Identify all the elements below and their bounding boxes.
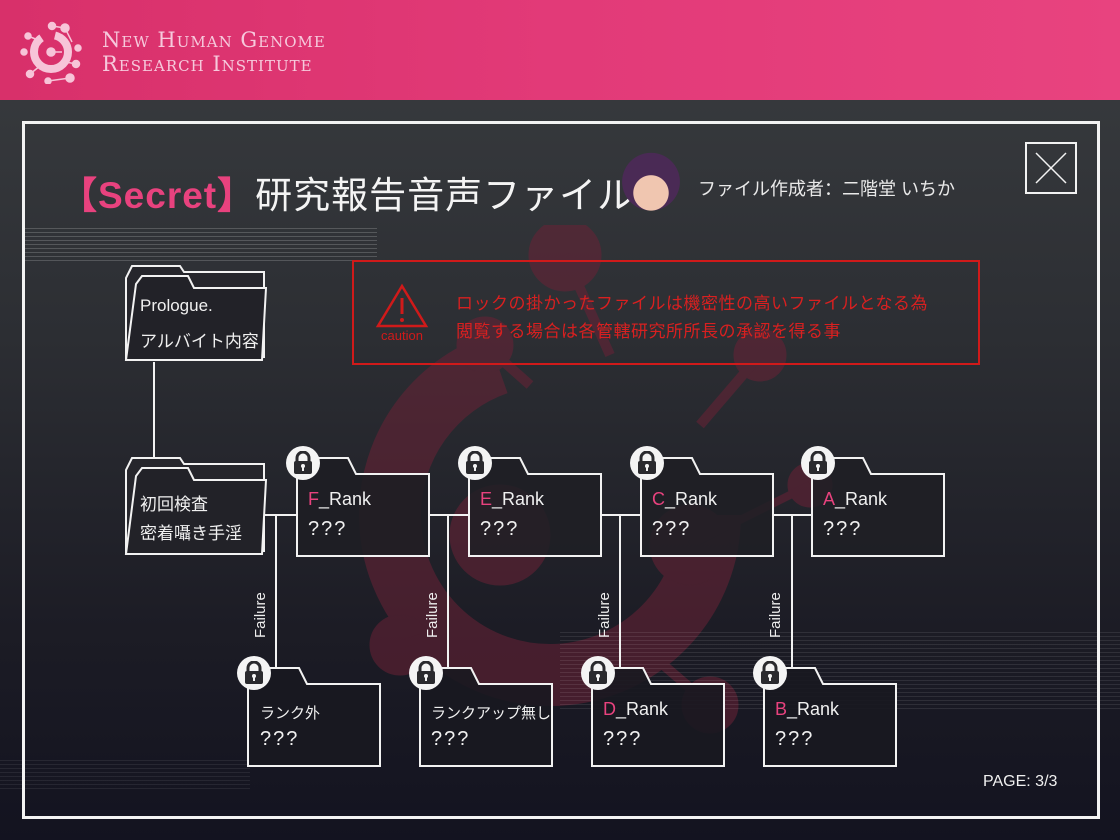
- caution-line2: 閲覧する場合は各管轄研究所所長の承認を得る事: [456, 322, 841, 341]
- folder-title: 初回検査: [140, 495, 208, 514]
- folder-subtitle: ???: [823, 518, 863, 540]
- folder-title: F_Rank: [308, 489, 372, 509]
- caution-message: ロックの掛かったファイルは機密性の高いファイルとなる為 閲覧する場合は各管轄研究…: [456, 290, 928, 346]
- folder-title: E_Rank: [480, 489, 545, 509]
- page-title: 【Secret】研究報告音声ファイル: [60, 165, 635, 219]
- close-icon: [1035, 152, 1067, 184]
- header-bar: New Human Genome Research Institute: [0, 0, 1120, 100]
- caution-notice: caution ロックの掛かったファイルは機密性の高いファイルとなる為 閲覧する…: [352, 260, 980, 365]
- caution-line1: ロックの掛かったファイルは機密性の高いファイルとなる為: [456, 294, 928, 313]
- lock-icon: [458, 446, 492, 480]
- close-button[interactable]: [1025, 142, 1077, 194]
- folder-prologue[interactable]: Prologue. アルバイト内容: [124, 264, 269, 364]
- scanline-decoration: [0, 760, 250, 790]
- folder-no-rank-up[interactable]: ランクアップ無し ???: [419, 666, 555, 768]
- folder-a-rank[interactable]: A_Rank ???: [811, 456, 947, 558]
- title-text: 研究報告音声ファイル: [255, 175, 636, 216]
- folder-title: ランクアップ無し: [431, 705, 552, 722]
- folder-subtitle: ???: [603, 728, 643, 750]
- folder-subtitle: ???: [431, 728, 471, 750]
- folder-out-of-rank[interactable]: ランク外 ???: [247, 666, 383, 768]
- file-browser-frame: [22, 121, 1100, 819]
- folder-title: B_Rank: [775, 699, 840, 719]
- failure-label: Failure: [767, 592, 784, 638]
- institute-name-line1: New Human Genome: [102, 28, 326, 52]
- folder-subtitle: ???: [260, 728, 300, 750]
- folder-title: ランク外: [260, 705, 321, 722]
- folder-first-exam[interactable]: 初回検査 密着囁き手淫: [124, 456, 269, 556]
- failure-label: Failure: [424, 592, 441, 638]
- institute-name: New Human Genome Research Institute: [102, 28, 326, 76]
- failure-label: Failure: [252, 592, 269, 638]
- svg-text:caution: caution: [381, 328, 423, 343]
- folder-title: D_Rank: [603, 699, 669, 719]
- lock-icon: [409, 656, 443, 690]
- lock-icon: [286, 446, 320, 480]
- folder-f-rank[interactable]: F_Rank ???: [296, 456, 432, 558]
- folder-subtitle: 密着囁き手淫: [140, 524, 242, 543]
- author-label: ファイル作成者：二階堂 いちか: [698, 179, 955, 199]
- lock-icon: [581, 656, 615, 690]
- lock-icon: [630, 446, 664, 480]
- warning-triangle-icon: caution: [375, 283, 429, 343]
- folder-title: A_Rank: [823, 489, 888, 509]
- folder-subtitle: ???: [775, 728, 815, 750]
- folder-c-rank[interactable]: C_Rank ???: [640, 456, 776, 558]
- folder-icon: [124, 265, 268, 361]
- folder-e-rank[interactable]: E_Rank ???: [468, 456, 604, 558]
- page-indicator: PAGE: 3/3: [983, 773, 1058, 790]
- failure-label: Failure: [596, 592, 613, 638]
- folder-title: Prologue.: [140, 296, 213, 315]
- lock-icon: [801, 446, 835, 480]
- secret-tag: 【Secret】: [60, 175, 256, 216]
- folder-subtitle: ???: [480, 518, 520, 540]
- folder-title: C_Rank: [652, 489, 718, 509]
- folder-icon: [124, 457, 268, 555]
- avatar: [620, 152, 682, 218]
- folder-subtitle: アルバイト内容: [140, 332, 259, 351]
- folder-subtitle: ???: [652, 518, 692, 540]
- folder-subtitle: ???: [308, 518, 348, 540]
- lock-icon: [237, 656, 271, 690]
- lock-icon: [753, 656, 787, 690]
- scanline-decoration: [22, 228, 377, 264]
- folder-b-rank[interactable]: B_Rank ???: [763, 666, 899, 768]
- genome-logo-icon: [20, 21, 82, 84]
- institute-name-line2: Research Institute: [102, 52, 313, 76]
